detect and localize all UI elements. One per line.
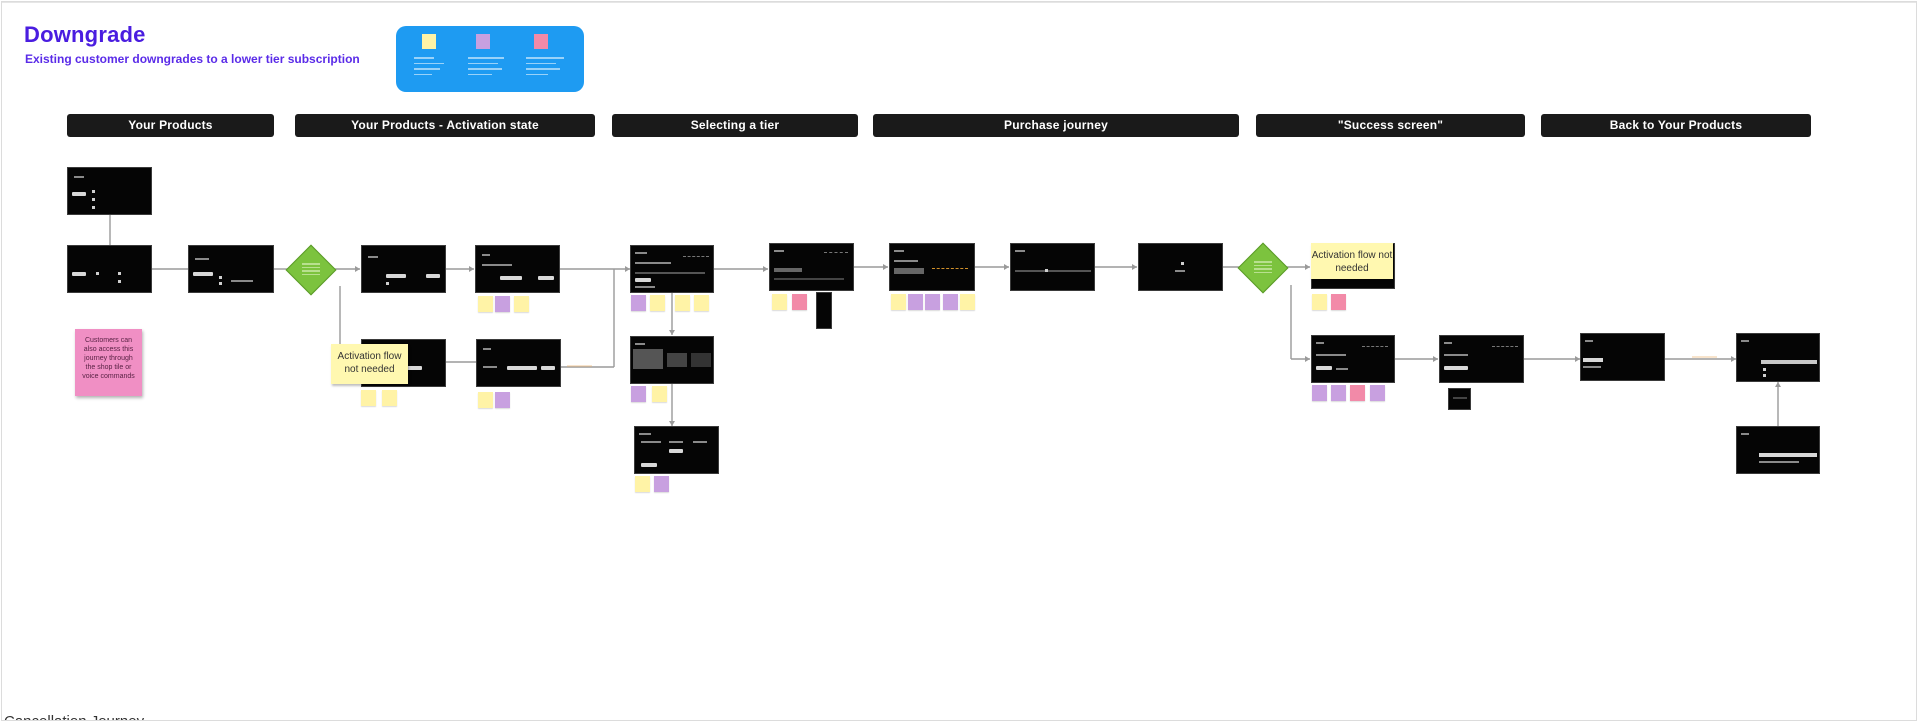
screen-your-products[interactable] <box>67 245 152 293</box>
sticky-note-purple[interactable] <box>495 392 510 408</box>
phase-header-back-to-products[interactable]: Back to Your Products <box>1541 114 1811 137</box>
sticky-note-purple[interactable] <box>1312 385 1327 401</box>
screen-success-2[interactable] <box>1439 335 1524 383</box>
next-section-title: Cancellation Journey <box>4 713 144 720</box>
sticky-note-yellow[interactable] <box>361 390 376 406</box>
sticky-note-pink[interactable] <box>1331 294 1346 310</box>
screen-back-products-3[interactable] <box>1736 426 1820 474</box>
screen-your-products-top[interactable] <box>67 167 152 215</box>
decision-icon-lines-2 <box>1254 259 1272 275</box>
sticky-note-purple[interactable] <box>1370 385 1385 401</box>
legend-entry-yellow <box>414 34 462 75</box>
screen-tier-detail[interactable] <box>630 336 714 384</box>
phase-header-success-screen[interactable]: "Success screen" <box>1256 114 1525 137</box>
legend-swatch-pink <box>534 34 548 49</box>
canvas-top-edge <box>2 2 1916 3</box>
sticky-note-purple[interactable] <box>631 386 646 402</box>
sticky-note-yellow[interactable] <box>514 296 529 312</box>
note-activation-not-needed-1[interactable]: Activation flow not needed <box>331 344 408 384</box>
screen-back-products-2[interactable] <box>1736 333 1820 382</box>
legend-card[interactable] <box>396 26 584 92</box>
screen-activation-1[interactable] <box>361 245 446 293</box>
screen-purchase-3[interactable] <box>1010 243 1095 291</box>
sticky-note-yellow[interactable] <box>650 295 665 311</box>
screen-tier-options[interactable] <box>630 245 714 293</box>
sticky-note-yellow[interactable] <box>635 476 650 492</box>
sticky-note-purple[interactable] <box>631 295 646 311</box>
phase-header-purchase-journey[interactable]: Purchase journey <box>873 114 1239 137</box>
sticky-note-yellow[interactable] <box>891 294 906 310</box>
note-activation-not-needed-2[interactable]: Activation flow not needed <box>1311 243 1393 279</box>
legend-swatch-yellow <box>422 34 436 49</box>
screen-payment-popup[interactable] <box>816 292 832 329</box>
phase-header-your-products[interactable]: Your Products <box>67 114 274 137</box>
sticky-note-yellow[interactable] <box>772 294 787 310</box>
legend-swatch-purple <box>476 34 490 49</box>
flow-title: Downgrade <box>24 22 146 47</box>
screen-purchase-1[interactable] <box>769 243 854 291</box>
phase-header-selecting-tier[interactable]: Selecting a tier <box>612 114 858 137</box>
decision-icon-lines <box>302 261 320 277</box>
sticky-note-yellow[interactable] <box>382 390 397 406</box>
sticky-note-purple[interactable] <box>1331 385 1346 401</box>
sticky-note-purple[interactable] <box>925 294 940 310</box>
screen-purchase-4[interactable] <box>1138 243 1223 291</box>
screen-activation-2[interactable] <box>475 245 560 293</box>
sticky-note-yellow[interactable] <box>675 295 690 311</box>
screen-back-products-1[interactable] <box>1580 333 1665 381</box>
sticky-note-purple[interactable] <box>908 294 923 310</box>
flow-subtitle: Existing customer downgrades to a lower … <box>25 52 360 66</box>
sticky-note-purple[interactable] <box>495 296 510 312</box>
sticky-note-pink[interactable] <box>792 294 807 310</box>
sticky-note-yellow[interactable] <box>478 392 493 408</box>
screen-product-detail[interactable] <box>188 245 274 293</box>
sticky-note-pink[interactable] <box>1350 385 1365 401</box>
screen-activation-alt-2[interactable] <box>476 339 561 387</box>
legend-entry-purple <box>468 34 516 75</box>
screen-tier-compare[interactable] <box>634 426 719 474</box>
sticky-note-yellow[interactable] <box>694 295 709 311</box>
note-customer-access[interactable]: Customers can also access this journey t… <box>75 329 142 396</box>
screen-purchase-2[interactable] <box>889 243 975 291</box>
sticky-note-yellow[interactable] <box>478 296 493 312</box>
phase-header-activation-state[interactable]: Your Products - Activation state <box>295 114 595 137</box>
sticky-note-purple[interactable] <box>654 476 669 492</box>
sticky-note-yellow[interactable] <box>652 386 667 402</box>
legend-entry-pink <box>526 34 574 75</box>
screen-success-1[interactable] <box>1311 335 1395 383</box>
sticky-note-yellow[interactable] <box>1312 294 1327 310</box>
sticky-note-purple[interactable] <box>943 294 958 310</box>
sticky-note-yellow[interactable] <box>960 294 975 310</box>
screen-success-toast[interactable] <box>1448 388 1471 410</box>
